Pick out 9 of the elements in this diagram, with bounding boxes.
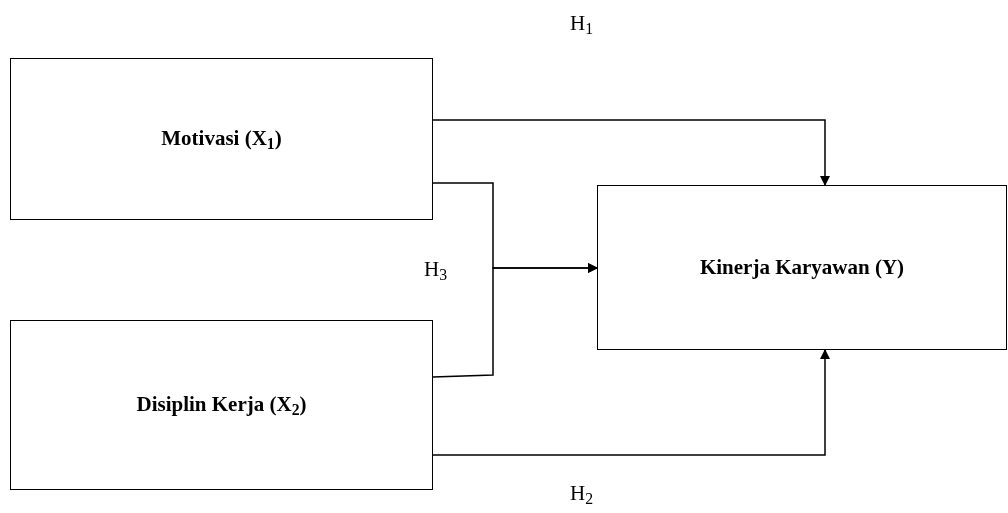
arrow xyxy=(432,349,830,456)
variable-label: Motivasi (X$_{1}$) xyxy=(161,125,282,155)
arrow xyxy=(432,263,598,378)
arrow xyxy=(432,119,830,186)
variable-box xyxy=(10,58,433,220)
variable-box xyxy=(597,185,1007,350)
variable-box xyxy=(10,320,433,490)
variable-label: Kinerja Karyawan (Y) xyxy=(699,253,905,281)
variable-label: Disiplin Kerja (X$_{2}$) xyxy=(136,391,307,421)
